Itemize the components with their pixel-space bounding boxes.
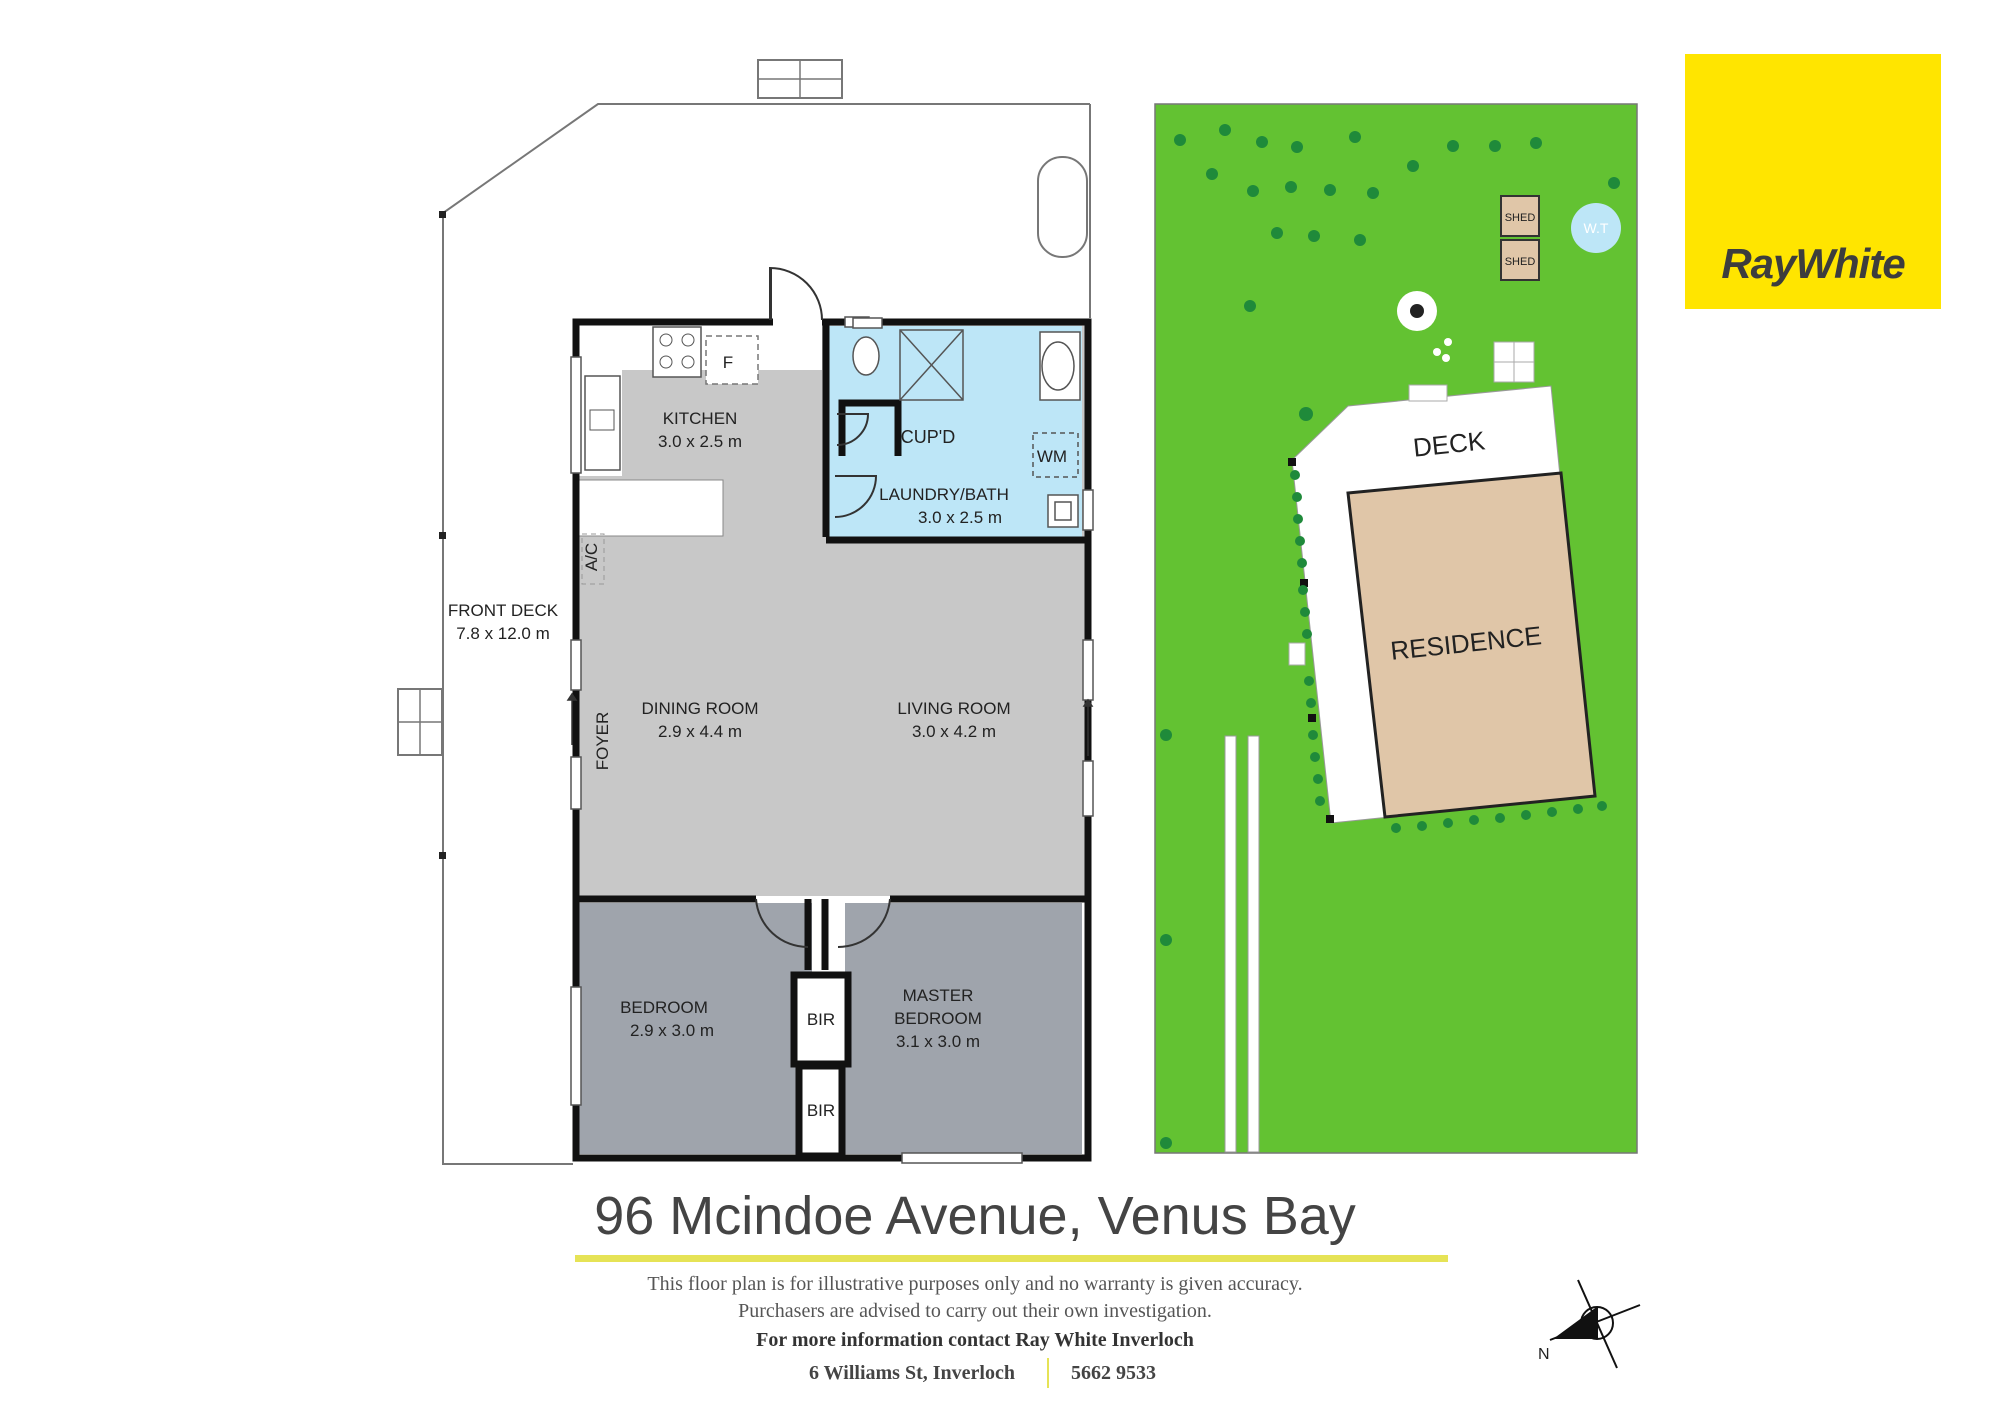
front-deck-size: 7.8 x 12.0 m bbox=[456, 624, 550, 643]
address-separator bbox=[1047, 1358, 1049, 1388]
disclaimer-line-1: This floor plan is for illustrative purp… bbox=[647, 1273, 1303, 1295]
brand-name: RayWhite bbox=[1721, 240, 1905, 287]
ray-white-logo: RayWhite bbox=[1685, 54, 1941, 309]
shed-2 bbox=[1500, 239, 1540, 281]
bedroom-floor bbox=[576, 903, 812, 1154]
disclaimer-line-2: Purchasers are advised to carry out thei… bbox=[738, 1300, 1212, 1322]
dining-size: 2.9 x 4.4 m bbox=[658, 722, 742, 741]
shed-1-label: SHED bbox=[1505, 212, 1536, 224]
fridge-label: F bbox=[723, 353, 733, 372]
washing-machine-label: WM bbox=[1037, 447, 1067, 466]
aircon-label: A/C bbox=[582, 543, 601, 571]
property-address: 96 Mcindoe Avenue, Venus Bay bbox=[594, 1186, 1356, 1246]
site-plan bbox=[1154, 103, 1638, 1154]
living-size: 3.0 x 4.2 m bbox=[912, 722, 996, 741]
bedroom-size: 2.9 x 3.0 m bbox=[630, 1021, 714, 1040]
kitchen-fixtures bbox=[581, 326, 759, 585]
residence bbox=[1346, 471, 1597, 819]
water-tank-label: W.T bbox=[1584, 220, 1609, 236]
bir-label-2: BIR bbox=[807, 1101, 835, 1120]
master-name-2: BEDROOM bbox=[894, 1009, 982, 1028]
water-tank bbox=[1571, 203, 1621, 253]
doors bbox=[755, 266, 891, 949]
laundry-size: 3.0 x 2.5 m bbox=[918, 508, 1002, 527]
bir-label-1: BIR bbox=[807, 1010, 835, 1029]
bathroom-fixtures bbox=[852, 317, 1081, 528]
office-address: 6 Williams St, Inverloch bbox=[809, 1362, 1015, 1384]
bedroom-name: BEDROOM bbox=[620, 998, 708, 1017]
master-size: 3.1 x 3.0 m bbox=[896, 1032, 980, 1051]
front-deck-name: FRONT DECK bbox=[448, 601, 559, 620]
kitchen-size: 3.0 x 2.5 m bbox=[658, 432, 742, 451]
foyer-arrow bbox=[566, 692, 1094, 756]
office-phone: 5662 9533 bbox=[1071, 1362, 1156, 1384]
trees bbox=[1160, 124, 1620, 1149]
shed-2-label: SHED bbox=[1505, 256, 1536, 268]
kitchen-name: KITCHEN bbox=[663, 409, 738, 428]
dining-name: DINING ROOM bbox=[641, 699, 758, 718]
compass-icon bbox=[1549, 1279, 1641, 1369]
master-bedroom-floor bbox=[845, 903, 1082, 1154]
walls bbox=[572, 318, 1092, 1162]
compass-north-label: N bbox=[1538, 1346, 1550, 1363]
master-name-1: MASTER bbox=[903, 986, 974, 1005]
title-underline bbox=[575, 1255, 1448, 1262]
front-deck bbox=[397, 59, 1091, 1165]
cupboard-label: CUP'D bbox=[901, 427, 955, 447]
shed-1 bbox=[1500, 195, 1540, 237]
laundry-name: LAUNDRY/BATH bbox=[879, 485, 1009, 504]
contact-line: For more information contact Ray White I… bbox=[756, 1329, 1194, 1351]
living-name: LIVING ROOM bbox=[897, 699, 1010, 718]
foyer-label: FOYER bbox=[593, 712, 612, 771]
